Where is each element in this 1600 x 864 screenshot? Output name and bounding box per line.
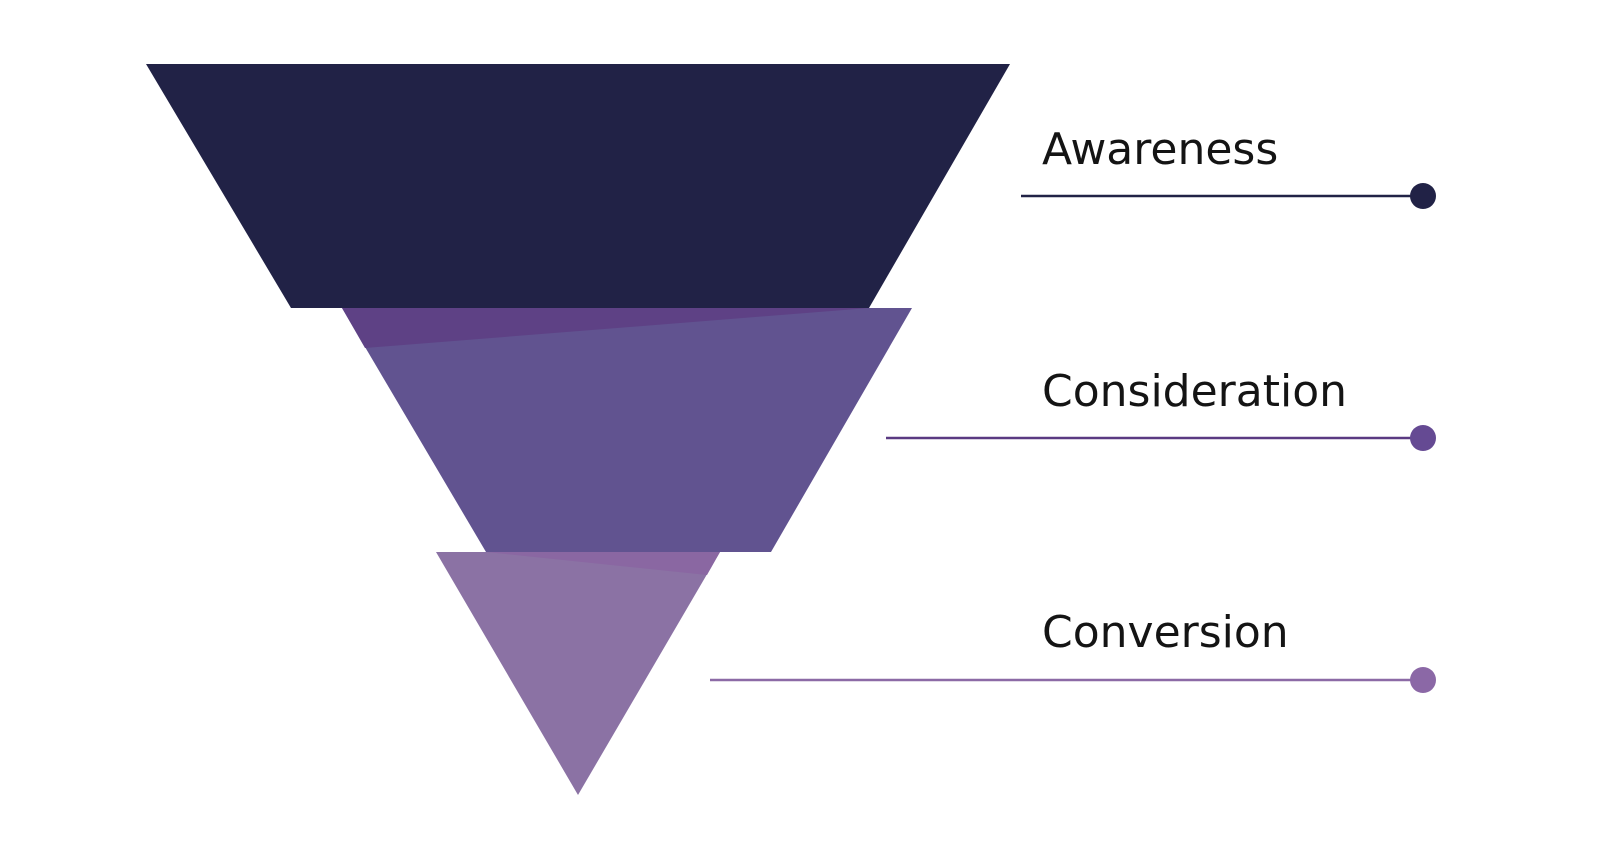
stage-label-conversion: Conversion: [1042, 607, 1289, 658]
stage-label-consideration: Consideration: [1042, 366, 1348, 417]
funnel-fold-consideration: [342, 308, 869, 348]
funnel-segment-consideration: [342, 308, 912, 552]
funnel-segment-conversion: [436, 552, 720, 795]
funnel-fold-conversion: [486, 552, 720, 575]
leader-dot-consideration: [1410, 425, 1436, 451]
funnel-segment-awareness: [146, 64, 1010, 308]
leader-dot-conversion: [1410, 667, 1436, 693]
leader-dot-awareness: [1410, 183, 1436, 209]
stage-label-awareness: Awareness: [1042, 124, 1279, 175]
